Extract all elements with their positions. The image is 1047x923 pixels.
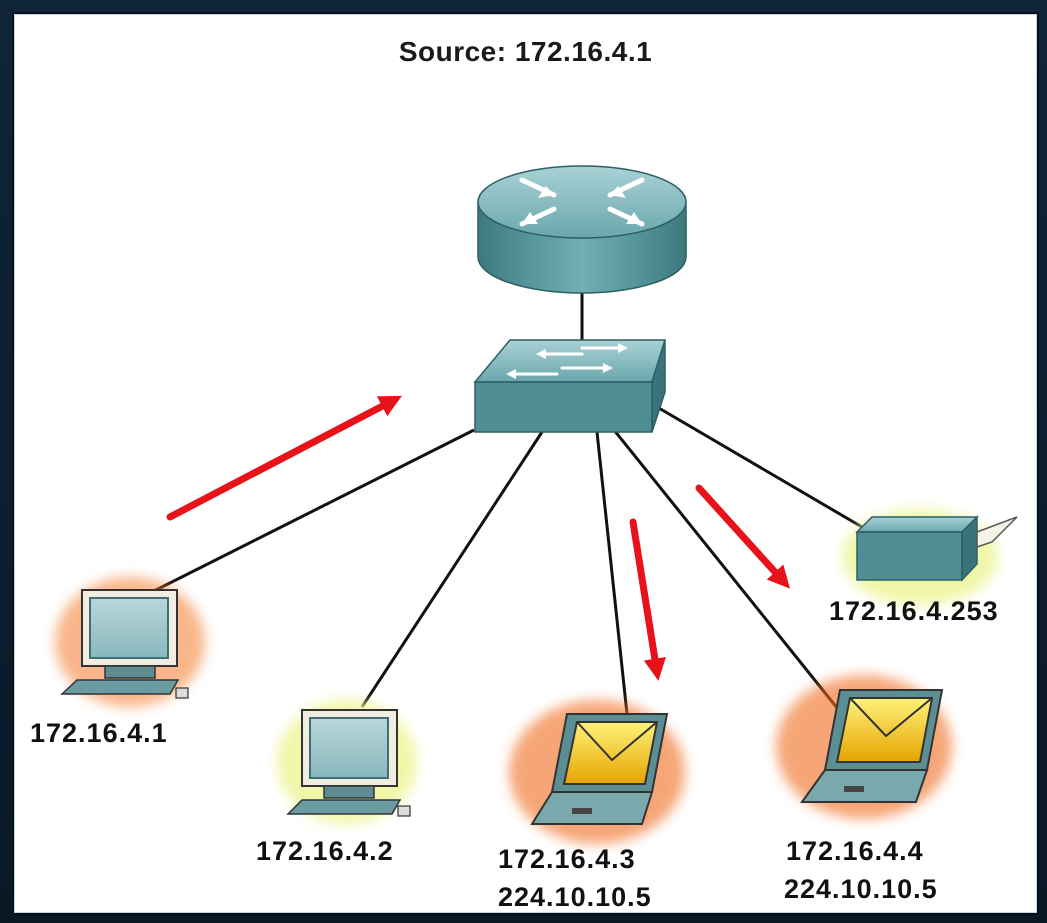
network-diagram xyxy=(55,165,1018,844)
laptop3-multicast-label: 224.10.10.5 xyxy=(498,882,652,912)
printer-icon xyxy=(842,509,1018,605)
router-icon xyxy=(477,165,687,294)
traffic-arrows xyxy=(166,395,791,681)
cable-pc1 xyxy=(151,428,475,594)
laptop4-ip-label: 172.16.4.4 xyxy=(786,836,924,866)
cable-printer xyxy=(651,402,863,529)
cable-laptop4 xyxy=(612,429,844,715)
laptop-172-16-4-3-icon xyxy=(509,700,685,844)
pc-172-16-4-1-icon xyxy=(55,577,205,707)
pc2-ip-label: 172.16.4.2 xyxy=(256,836,394,866)
laptop-172-16-4-4-icon xyxy=(776,675,952,819)
arrow-switch-to-laptop4 xyxy=(695,484,791,589)
cables xyxy=(151,272,863,715)
pc-172-16-4-2-icon xyxy=(277,700,417,824)
laptop3-ip-label: 172.16.4.3 xyxy=(498,844,636,874)
pc1-ip-label: 172.16.4.1 xyxy=(30,718,168,748)
switch-icon xyxy=(473,339,667,433)
source-title: Source: 172.16.4.1 xyxy=(398,36,653,67)
cable-pc2 xyxy=(360,431,544,708)
cable-laptop3 xyxy=(595,431,629,715)
printer-ip-label: 172.16.4.253 xyxy=(829,596,999,626)
diagram-canvas: Source: 172.16.4.1 xyxy=(12,12,1039,915)
laptop4-multicast-label: 224.10.10.5 xyxy=(784,874,938,904)
arrow-switch-to-laptop3 xyxy=(629,518,666,681)
arrow-pc1-to-switch xyxy=(166,395,402,521)
